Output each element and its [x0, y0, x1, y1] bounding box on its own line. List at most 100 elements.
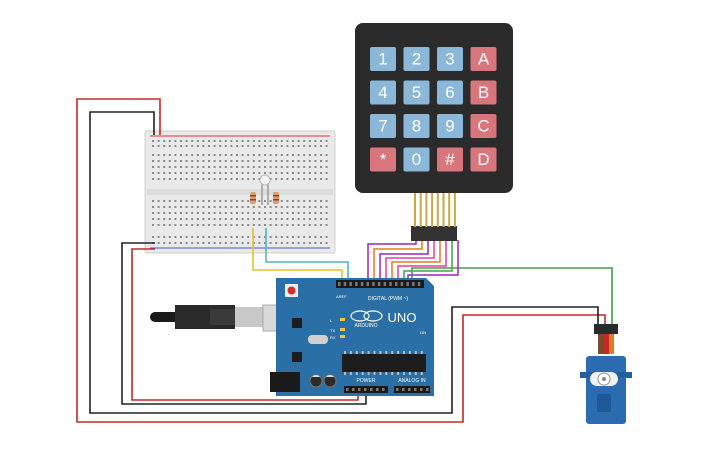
keypad-key-label: 2 — [412, 50, 421, 69]
wire-keypad-7[interactable] — [403, 240, 453, 282]
analog-header — [394, 386, 430, 393]
keypad-leads — [414, 193, 456, 227]
keypad-key[interactable]: 8 — [403, 114, 430, 138]
keypad-key-cap — [403, 114, 430, 138]
keypad-key[interactable]: 4 — [370, 80, 396, 105]
bottom-pins — [346, 388, 429, 391]
keypad-key-cap — [403, 80, 430, 105]
keypad-key[interactable]: A — [470, 47, 497, 71]
keypad-key[interactable]: 9 — [437, 114, 463, 138]
wire-green-servo-signal[interactable] — [411, 267, 613, 325]
keypad-key-label: A — [478, 50, 490, 69]
aref-label: AREF — [336, 294, 347, 299]
keypad-key[interactable]: # — [437, 147, 463, 172]
wire-yellow-led[interactable] — [252, 228, 343, 282]
keypad-key[interactable]: C — [470, 114, 497, 138]
keypad-key[interactable]: D — [470, 147, 497, 172]
breadboard[interactable] — [144, 130, 336, 254]
led-l-indicator — [340, 318, 345, 321]
keypad-key[interactable]: 3 — [437, 47, 463, 71]
arduino-board[interactable]: DIGITAL (PWM ~) AREF ARDUINO UNO L TX RX… — [270, 278, 434, 396]
on-label: ON — [420, 330, 426, 335]
crystal — [308, 335, 328, 344]
usb-chip — [292, 318, 302, 328]
wire-keypad-2[interactable] — [373, 240, 423, 282]
keypad-key[interactable]: B — [470, 80, 497, 105]
keypad-key-cap — [403, 47, 430, 71]
keypad-key[interactable]: 5 — [403, 80, 430, 105]
arduino-logo: ARDUINO — [350, 310, 383, 329]
atmega-chip — [342, 354, 426, 372]
keypad-key[interactable]: 2 — [403, 47, 430, 71]
tx-label: TX — [330, 328, 335, 333]
servo-connector — [594, 324, 618, 334]
keypad-key-cap — [470, 47, 497, 71]
arduino-model: UNO — [388, 310, 417, 325]
wires[interactable] — [76, 98, 613, 423]
regulator-chip — [292, 352, 302, 362]
power-label: POWER — [357, 378, 376, 384]
wire-keypad-6[interactable] — [397, 240, 447, 282]
wire-keypad-1[interactable] — [367, 240, 417, 282]
wire-red-arduino-5v[interactable] — [131, 248, 359, 401]
keypad-key-label: B — [478, 83, 489, 102]
keypad-key-cap — [370, 147, 396, 172]
resistor-2[interactable] — [273, 192, 279, 204]
wire-keypad-8[interactable] — [407, 240, 459, 282]
keypad-key-cap — [470, 147, 497, 172]
wire-keypad-5[interactable] — [391, 240, 441, 282]
keypad-key-label: 6 — [445, 83, 454, 102]
wire-red-servo-power[interactable] — [76, 98, 606, 423]
keypad-key-label: 4 — [378, 83, 387, 102]
keypad-key-cap — [370, 47, 396, 71]
keypad-key-cap — [437, 114, 463, 138]
keypad-key-cap — [470, 114, 497, 138]
keypad-key[interactable]: 6 — [437, 80, 463, 105]
wire-keypad-4[interactable] — [385, 240, 435, 282]
dc-power-jack — [270, 372, 300, 392]
keypad-key-cap — [437, 80, 463, 105]
breadboard-center-channel — [147, 189, 333, 195]
keypad-key[interactable]: * — [370, 147, 396, 172]
usb-plug-metal — [235, 307, 263, 327]
keypad-key-label: * — [380, 150, 387, 169]
keypad-key-cap — [470, 80, 497, 105]
keypad-key-label: 0 — [412, 150, 421, 169]
arduino-brand: ARDUINO — [354, 323, 377, 329]
keypad-key-label: 3 — [445, 50, 454, 69]
usb-cable[interactable] — [150, 304, 302, 332]
keypad-key-cap — [370, 80, 396, 105]
resistor-icon — [250, 192, 256, 204]
wire-keypad-3[interactable] — [379, 240, 429, 282]
digital-pins — [338, 282, 421, 286]
keypad-key-label: C — [477, 117, 489, 136]
wire-black-servo-gnd[interactable] — [89, 111, 599, 414]
wire-cyan-led[interactable] — [265, 228, 349, 282]
keypad-key-label: # — [445, 150, 455, 169]
wire-black-arduino-gnd[interactable] — [121, 242, 367, 405]
analog-label: ANALOG IN — [398, 378, 426, 384]
keypad-key[interactable]: 0 — [403, 147, 430, 172]
keypad-key[interactable]: 7 — [370, 114, 396, 138]
usb-cable-strain-relief — [150, 312, 180, 322]
keypad-connector — [411, 226, 457, 241]
keypad-key-cap — [403, 147, 430, 172]
resistor-1[interactable] — [250, 192, 256, 204]
chip-legs — [344, 351, 423, 375]
led-tx-indicator — [340, 328, 345, 331]
led-icon — [259, 174, 271, 186]
keypad-key-cap — [437, 47, 463, 71]
digital-label: DIGITAL (PWM ~) — [368, 296, 408, 302]
l-label: L — [330, 318, 333, 323]
servo-motor[interactable] — [580, 324, 632, 424]
led-rx-indicator — [340, 335, 345, 338]
keypad-key-cap — [370, 114, 396, 138]
servo-body — [586, 356, 626, 424]
keypad-key-label: 9 — [445, 117, 454, 136]
keypad-key-label: D — [477, 150, 489, 169]
led-component[interactable] — [259, 174, 271, 205]
keypad-key[interactable]: 1 — [370, 47, 396, 71]
